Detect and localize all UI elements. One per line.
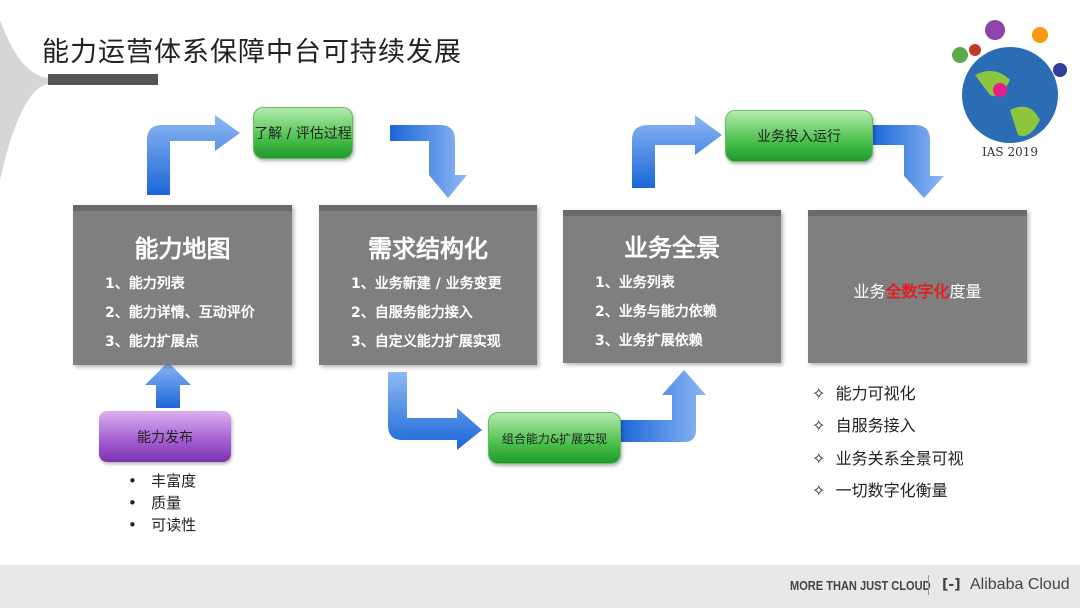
footer-slogan: MORE THAN JUST CLOUD	[790, 578, 931, 593]
arrow-right-up	[620, 370, 706, 442]
box-title: 业务全景	[624, 234, 720, 262]
footer-brand: Alibaba Cloud	[970, 576, 1070, 593]
box-title: 能力地图	[134, 235, 231, 263]
publish-bullet: • 可读性	[128, 516, 197, 534]
metric-text: 度量	[949, 281, 982, 301]
arrow-up-publish	[145, 362, 191, 408]
title-underline	[48, 74, 158, 85]
box-item: 1、业务新建 / 业务变更	[351, 276, 502, 292]
feature-item: ✧ 业务关系全景可视	[812, 449, 964, 468]
alibaba-cloud-logo-icon: [-]	[942, 577, 961, 593]
box-digital-metrics: 业务全数字化度量	[808, 210, 1027, 363]
step-run: 业务投入运行	[725, 110, 873, 162]
logo-caption: IAS 2019	[982, 145, 1038, 159]
step-publish: 能力发布	[99, 411, 231, 462]
decor-layer	[0, 20, 1067, 450]
footer: MORE THAN JUST CLOUD [-] Alibaba Cloud	[0, 565, 1080, 608]
step-evaluate: 了解 / 评估过程	[253, 107, 353, 159]
metric-text: 业务	[853, 281, 886, 301]
publish-bullet: • 质量	[128, 494, 182, 512]
page-title: 能力运营体系保障中台可持续发展	[42, 37, 462, 68]
box-capability-map: 能力地图 1、能力列表 2、能力详情、互动评价 3、能力扩展点	[73, 205, 292, 365]
box-item: 3、能力扩展点	[105, 334, 199, 350]
fan-decoration	[0, 20, 48, 180]
arrow-down-right	[388, 372, 482, 450]
arrow-right-down-2	[871, 125, 944, 198]
box-item: 2、业务与能力依赖	[595, 304, 717, 320]
feature-item: ✧ 自服务接入	[812, 416, 916, 435]
arrow-right-down-1	[390, 125, 467, 198]
box-business-panorama: 业务全景 1、业务列表 2、业务与能力依赖 3、业务扩展依赖	[563, 210, 781, 363]
feature-item: ✧ 一切数字化衡量	[812, 481, 948, 500]
box-item: 2、自服务能力接入	[351, 305, 473, 321]
arrow-up-right-2	[632, 115, 722, 188]
footer-divider	[928, 575, 929, 595]
box-item: 1、业务列表	[595, 275, 675, 291]
feature-item: ✧ 能力可视化	[812, 384, 916, 403]
publish-bullet: • 丰富度	[128, 472, 197, 490]
box-item: 2、能力详情、互动评价	[105, 305, 255, 321]
box-item: 1、能力列表	[105, 276, 185, 292]
step-compose: 组合能力&扩展实现	[488, 412, 621, 464]
box-item: 3、自定义能力扩展实现	[351, 334, 501, 350]
arrow-up-right-1	[147, 115, 240, 195]
box-item: 3、业务扩展依赖	[595, 333, 703, 349]
box-title: 需求结构化	[368, 235, 488, 263]
metric-highlight: 全数字化	[885, 281, 950, 301]
box-requirements: 需求结构化 1、业务新建 / 业务变更 2、自服务能力接入 3、自定义能力扩展实…	[319, 205, 537, 365]
ias-logo-globe	[952, 20, 1067, 143]
